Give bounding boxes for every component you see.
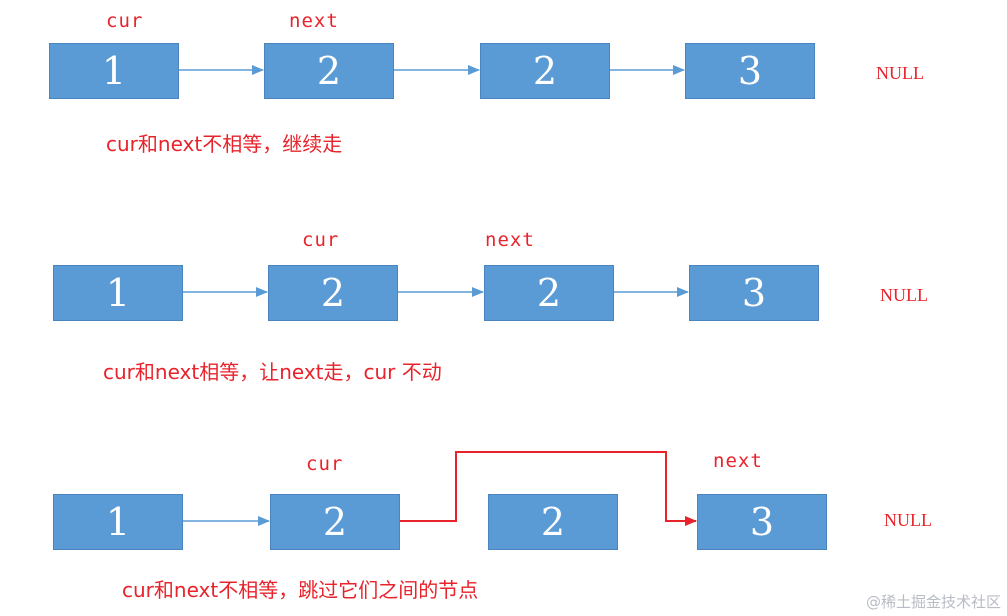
list-node-4: 3	[697, 494, 827, 550]
null-terminator-label: NULL	[884, 510, 932, 530]
skip-link-arrow	[399, 451, 697, 526]
list-node-3: 2	[484, 265, 614, 321]
step-caption: cur和next不相等，跳过它们之间的节点	[122, 578, 479, 602]
cur-pointer-label: cur	[302, 229, 340, 251]
cur-pointer-label: cur	[106, 10, 144, 32]
list-node-3: 2	[488, 494, 618, 550]
next-pointer-label: next	[713, 450, 763, 472]
list-node-4: 3	[689, 265, 819, 321]
null-terminator-label: NULL	[880, 285, 928, 305]
cur-pointer-label: cur	[306, 453, 344, 475]
list-node-2: 2	[264, 43, 394, 99]
list-node-2: 2	[268, 265, 398, 321]
watermark: @稀土掘金技术社区	[865, 593, 1001, 611]
step-caption: cur和next不相等，继续走	[106, 132, 343, 156]
list-node-1: 1	[53, 494, 183, 550]
null-terminator-label: NULL	[876, 63, 924, 83]
list-node-1: 1	[49, 43, 179, 99]
list-node-3: 2	[480, 43, 610, 99]
step-caption: cur和next相等，让next走，cur 不动	[103, 360, 442, 384]
list-node-4: 3	[685, 43, 815, 99]
next-pointer-label: next	[289, 10, 339, 32]
next-pointer-label: next	[485, 229, 535, 251]
list-node-1: 1	[53, 265, 183, 321]
list-node-2: 2	[270, 494, 400, 550]
